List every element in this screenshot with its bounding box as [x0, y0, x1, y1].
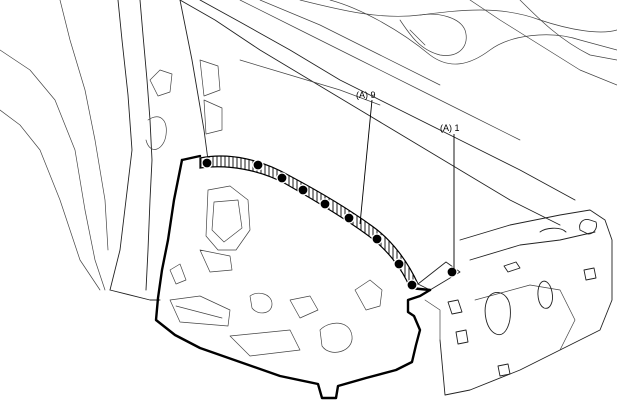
- lower-panel-outline: [154, 154, 432, 400]
- callout-leaders: [359, 99, 455, 270]
- sealer-bead: [199, 155, 461, 292]
- callout-label-a1: (A) 1: [440, 123, 460, 133]
- weld-spots: [201, 157, 458, 291]
- body-structure-lineart: [0, 0, 617, 396]
- callout-label-a9: (A) 9: [356, 90, 376, 100]
